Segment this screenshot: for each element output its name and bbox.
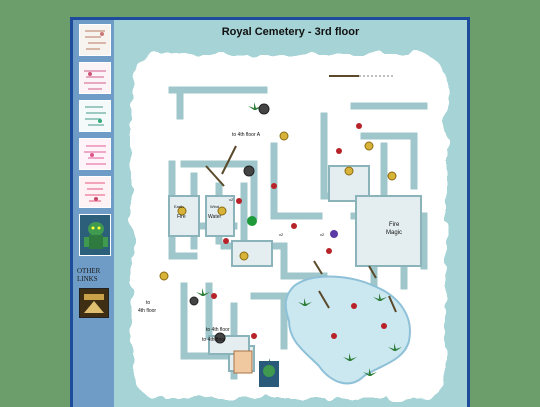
label-fire-magic-line1: Fire <box>389 222 400 228</box>
map-rooms <box>168 165 422 372</box>
label-x2-a: x2 <box>320 232 325 237</box>
sword-icon <box>205 75 397 313</box>
label-to-4th-floor-b-line1: to <box>146 300 150 306</box>
coin-markers <box>159 131 397 281</box>
other-links-label: OTHER LINKS <box>77 267 117 283</box>
floor-4-map-thumbnail[interactable] <box>79 138 111 170</box>
monster-thumbnail[interactable] <box>79 214 111 256</box>
page-inner: OTHER LINKS Royal Cemetery - 3rd floor <box>73 20 467 407</box>
page-title: Royal Cemetery - 3rd floor <box>221 26 360 38</box>
label-wind: Wind <box>210 204 219 209</box>
label-to-4th-floor-d: to 4th floor <box>202 337 226 343</box>
label-to-4th-floor-b-line2: 4th floor <box>138 308 156 314</box>
label-x2-c: x2 <box>229 197 234 202</box>
scroll-icon <box>233 350 253 374</box>
label-earth: Earth <box>174 204 184 209</box>
label-to-4th-floor-a: to 4th floor A <box>232 132 261 138</box>
label-fire-magic-line2: Magic <box>386 230 402 236</box>
monster-markers <box>211 123 387 339</box>
label-water: Water <box>208 214 221 220</box>
floor-5-map-thumbnail[interactable] <box>79 176 111 208</box>
label-fire: Fire <box>177 214 186 220</box>
other-links-line2: LINKS <box>77 275 98 283</box>
spiked-ball-icon <box>189 103 270 344</box>
monster-icon <box>263 365 275 377</box>
label-to-4th-floor-c: to 4th floor <box>206 327 230 333</box>
label-x2-b: x2 <box>279 232 284 237</box>
other-links-line1: OTHER <box>77 267 101 275</box>
green-orb-icon <box>247 216 257 226</box>
site-logo[interactable] <box>79 288 109 318</box>
sidebar: OTHER LINKS <box>73 20 114 407</box>
floor-1-map-thumbnail[interactable] <box>79 24 111 56</box>
floor-2-map-thumbnail[interactable] <box>79 62 111 94</box>
floor-3-map-thumbnail[interactable] <box>79 100 111 132</box>
potion-icon <box>330 230 338 238</box>
main-content: Royal Cemetery - 3rd floor <box>114 20 467 407</box>
page-frame: OTHER LINKS Royal Cemetery - 3rd floor <box>70 17 470 407</box>
floor-map: to 4th floor A to 4th floor to 4th floor… <box>132 54 446 398</box>
